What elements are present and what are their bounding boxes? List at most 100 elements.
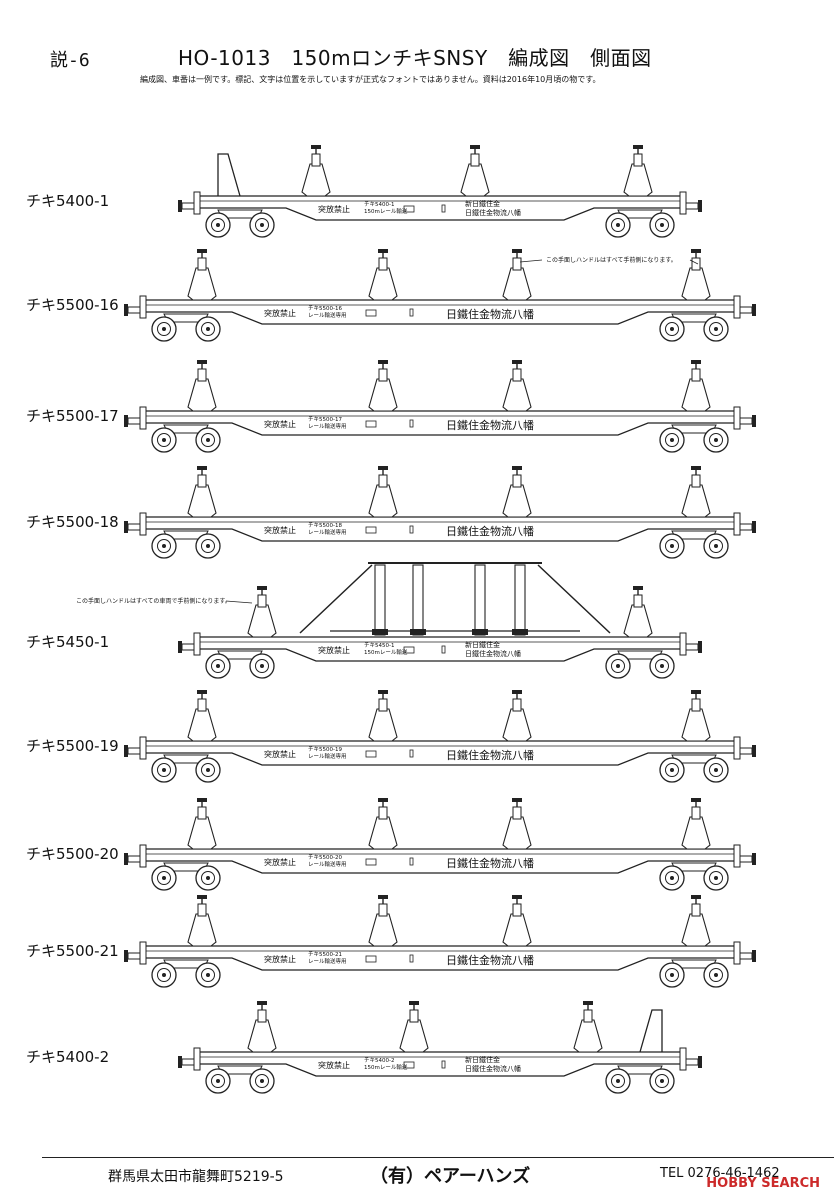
stanchion-head [512, 903, 522, 917]
marking-box [441, 645, 446, 654]
wheel-axle [616, 1079, 620, 1083]
handle-knob [512, 360, 522, 364]
wheel-axle [162, 544, 166, 548]
rail-stanchion [502, 378, 532, 412]
truss-post [374, 564, 386, 636]
wheel-axle [670, 544, 674, 548]
stanchion-head [691, 257, 701, 271]
end-beam [733, 736, 741, 760]
coupler [739, 747, 753, 755]
annotation-note: この手面しハンドルはすべて手前側になります。 [546, 256, 677, 264]
car-label: チキ5400-2 [26, 1048, 110, 1066]
handle-knob [197, 360, 207, 364]
handle-knob [378, 895, 388, 899]
rail-stanchion [368, 267, 398, 301]
footer-divider [42, 1157, 834, 1158]
wheel-hub [157, 871, 171, 885]
car-9: 突放禁止チキ5400-2150mレール輸送新日鐵住金日鐵住金物流八幡 [178, 1001, 702, 1094]
car-number: チキ5500-17 [308, 416, 342, 423]
rail-stanchion [368, 816, 398, 850]
handle-knob [633, 145, 643, 149]
car-6: 突放禁止チキ5500-19レール輸送専用日鐵住金物流八幡 [124, 690, 756, 783]
coupler-knuckle [698, 641, 702, 653]
stanchion-head [257, 594, 267, 608]
rail-stanchion [247, 1019, 277, 1053]
handle-knob [512, 895, 522, 899]
no-entry-label: 突放禁止 [318, 1060, 350, 1070]
wheel-axle [670, 973, 674, 977]
wheel-hub [655, 659, 669, 673]
truss-post [474, 564, 486, 636]
company-name: 新日鐵住金 [465, 199, 500, 208]
wheel-hub [655, 218, 669, 232]
wheel-axle [714, 327, 718, 331]
end-beam [139, 736, 147, 760]
stanchion-head [311, 153, 321, 167]
rail-stanchion [187, 267, 217, 301]
company-name: 日鐵住金物流八幡 [446, 748, 534, 762]
end-beam [679, 1047, 687, 1071]
car-1: 突放禁止チキ5400-1150mレール輸送新日鐵住金日鐵住金物流八幡 [178, 145, 702, 238]
car-number: チキ5500-18 [308, 522, 342, 529]
rail-stanchion [681, 913, 711, 947]
handle-knob [583, 1001, 593, 1005]
company-name: 新日鐵住金 [465, 1055, 500, 1064]
watermark-logo: HOBBY SEARCH [706, 1176, 820, 1191]
car-subline: 150mレール輸送 [364, 1063, 408, 1071]
truss-foot [472, 629, 488, 635]
footer-tel: TEL 0276-46-1462 [660, 1166, 780, 1181]
handle-knob [409, 1001, 419, 1005]
coupler-knuckle [124, 521, 128, 533]
end-beam [193, 191, 201, 215]
handle-knob [691, 466, 701, 470]
company-name: 日鐵住金物流八幡 [446, 307, 534, 321]
rail-stanchion [187, 484, 217, 518]
truss-post [514, 564, 526, 636]
handle-knob [691, 690, 701, 694]
coupler [127, 855, 141, 863]
handle-knob [197, 249, 207, 253]
no-entry-label: 突放禁止 [264, 954, 296, 964]
no-entry-label: 突放禁止 [318, 204, 350, 214]
stanchion-head [470, 153, 480, 167]
stanchion-head [378, 474, 388, 488]
stanchion-head [378, 257, 388, 271]
company-name: 日鐵住金物流八幡 [465, 1064, 521, 1073]
coupler [739, 855, 753, 863]
marking-box [403, 205, 415, 213]
end-beam [733, 844, 741, 868]
stanchion-head [197, 903, 207, 917]
stanchion-head [512, 257, 522, 271]
coupler-knuckle [178, 1056, 182, 1068]
coupler [127, 306, 141, 314]
no-entry-label: 突放禁止 [264, 308, 296, 318]
car-label: チキ5500-20 [26, 845, 119, 863]
handle-knob [257, 586, 267, 590]
rail-stanchion [502, 913, 532, 947]
wheel-axle [670, 768, 674, 772]
car-label: チキ5500-19 [26, 737, 119, 755]
no-entry-label: 突放禁止 [264, 419, 296, 429]
handle-knob [691, 798, 701, 802]
wheel-hub [201, 763, 215, 777]
wheel-hub [211, 659, 225, 673]
wheel-hub [255, 659, 269, 673]
rail-stanchion [681, 816, 711, 850]
rail-stanchion [573, 1019, 603, 1053]
car-subline: レール輸送専用 [308, 860, 347, 868]
end-beam [193, 632, 201, 656]
rail-stanchion [187, 378, 217, 412]
end-beam [733, 295, 741, 319]
wheel-axle [162, 438, 166, 442]
marking-box [441, 1060, 446, 1069]
wheel-axle [162, 327, 166, 331]
car-7: 突放禁止チキ5500-20レール輸送専用日鐵住金物流八幡 [124, 798, 756, 891]
rail-stanchion [502, 816, 532, 850]
handle-knob [197, 798, 207, 802]
marking-box [409, 419, 414, 428]
marking-box [365, 526, 377, 534]
wheel-hub [665, 763, 679, 777]
marking-box [409, 857, 414, 866]
handle-knob [197, 690, 207, 694]
rail-stanchion [368, 378, 398, 412]
